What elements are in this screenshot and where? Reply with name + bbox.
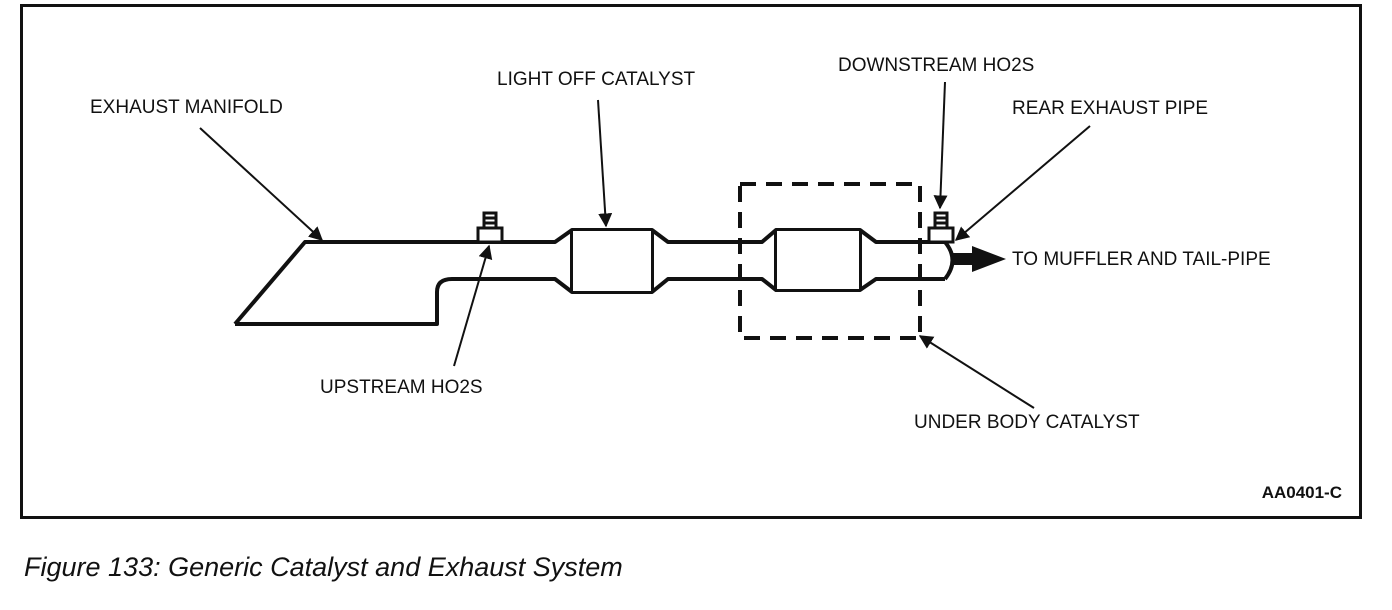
figure-code: AA0401-C xyxy=(1262,483,1342,502)
label-upstream-ho2s: UPSTREAM HO2S xyxy=(320,377,483,398)
label-under-body-catalyst: UNDER BODY CATALYST xyxy=(914,412,1140,433)
leader-downstream-ho2s xyxy=(933,81,948,210)
leader-rear-exhaust-pipe xyxy=(954,125,1091,241)
leader-light-off-catalyst xyxy=(597,99,613,228)
figure-caption: Figure 133: Generic Catalyst and Exhaust… xyxy=(24,552,623,582)
upstream-ho2s-sensor xyxy=(476,211,504,244)
diagram-frame xyxy=(20,4,1362,519)
downstream-ho2s-sensor xyxy=(927,211,955,244)
under-body-catalyst-box xyxy=(738,182,922,340)
leader-upstream-ho2s xyxy=(453,244,493,367)
leader-under-body-catalyst xyxy=(918,335,1035,409)
label-rear-exhaust-pipe: REAR EXHAUST PIPE xyxy=(1012,98,1208,119)
exhaust-pipe xyxy=(233,228,955,326)
under-body-catalyst xyxy=(777,231,859,289)
label-to-muffler: TO MUFFLER AND TAIL-PIPE xyxy=(1012,249,1271,270)
label-light-off-catalyst: LIGHT OFF CATALYST xyxy=(497,69,696,90)
light-off-catalyst xyxy=(573,231,651,291)
label-downstream-ho2s: DOWNSTREAM HO2S xyxy=(838,55,1034,76)
leader-exhaust-manifold xyxy=(199,127,324,241)
flow-arrow xyxy=(952,246,1006,272)
label-exhaust-manifold: EXHAUST MANIFOLD xyxy=(90,97,283,118)
